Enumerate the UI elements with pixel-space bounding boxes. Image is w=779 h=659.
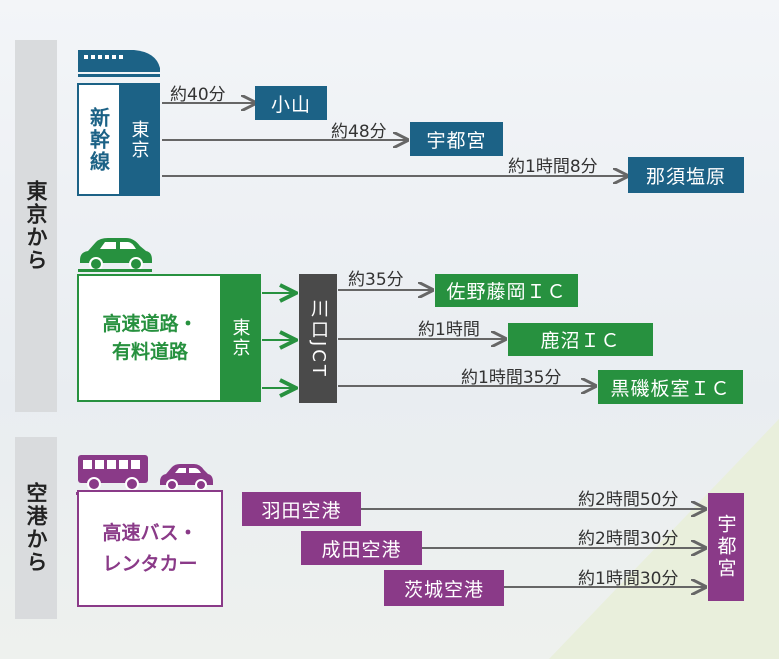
destination-label: 宇都宮 (714, 514, 737, 580)
destination-utsunomiya: 宇都宮 (708, 493, 744, 601)
travel-time: 約40分 (170, 85, 226, 105)
shinkansen-origin: 東京 (128, 119, 150, 160)
travel-time: 約1時間8分 (508, 157, 598, 177)
section-label-from-airport: 空港から (15, 437, 57, 619)
destination-kanuma-ic: 鹿沼ＩＣ (508, 323, 653, 356)
destination-kuroiso-itamuro-ic: 黒磯板室ＩＣ (598, 370, 743, 404)
highway-label: 高速道路・有料道路 (102, 312, 198, 364)
destination-oyama: 小山 (255, 86, 327, 120)
travel-time: 約48分 (331, 122, 387, 142)
shinkansen-box: 新幹線 東京 (77, 83, 160, 196)
travel-time: 約2時間50分 (578, 490, 679, 510)
section-label-text: 東京から (24, 180, 48, 272)
travel-time: 約2時間30分 (578, 529, 679, 549)
bus-rental-box: 高速バス・レンタカー (77, 490, 223, 607)
section-label-text: 空港から (24, 482, 48, 574)
origin-narita-airport: 成田空港 (301, 531, 422, 565)
origin-ibaraki-airport: 茨城空港 (384, 570, 504, 606)
bus-rental-label: 高速バス・レンタカー (102, 522, 198, 575)
train-icon (78, 50, 160, 77)
origin-haneda-airport: 羽田空港 (242, 492, 361, 526)
destination-sano-fujioka-ic: 佐野藤岡ＩＣ (435, 274, 578, 307)
travel-time: 約1時間 (418, 320, 480, 340)
junction-label: 川口JCT (308, 298, 329, 379)
bus-icon (78, 455, 148, 491)
shinkansen-label: 新幹線 (86, 106, 111, 173)
destination-utsunomiya: 宇都宮 (410, 122, 503, 156)
travel-time: 約35分 (348, 270, 404, 290)
destination-nasushiobara: 那須塩原 (628, 157, 744, 193)
car-icon (160, 464, 213, 491)
car-icon (78, 238, 152, 272)
kawaguchi-jct: 川口JCT (299, 274, 337, 403)
travel-time: 約1時間35分 (461, 368, 562, 388)
highway-box: 高速道路・有料道路 東京 (77, 274, 261, 402)
section-label-from-tokyo: 東京から (15, 40, 57, 412)
highway-origin: 東京 (229, 318, 251, 358)
travel-time: 約1時間30分 (578, 569, 679, 589)
